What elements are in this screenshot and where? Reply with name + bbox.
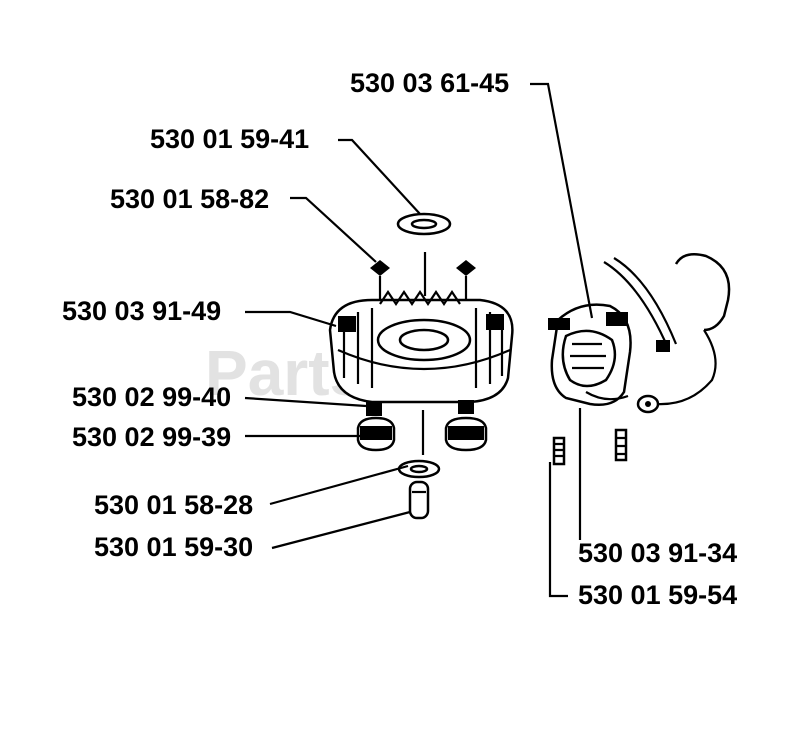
label-530-02-99-40: 530 02 99-40 [72,382,231,412]
bracket-tab [656,340,670,352]
washer-bottom [397,459,441,479]
washer-top [396,212,452,236]
key-pin [408,480,430,520]
ignition-module [548,303,632,406]
label-530-01-58-28: 530 01 58-28 [94,490,253,520]
label-530-01-59-54: 530 01 59-54 [578,580,737,610]
wire-bracket-outer [613,257,678,345]
wire-bracket [603,261,670,349]
label-530-01-59-30: 530 01 59-30 [94,532,253,562]
label-530-01-58-82: 530 01 58-82 [110,184,269,214]
nut-right [444,400,488,452]
label-530-02-99-39: 530 02 99-39 [72,422,231,452]
screw-left [370,260,390,304]
label-530-03-91-49: 530 03 91-49 [62,296,221,326]
leader-lines [244,82,594,598]
label-530-03-61-45: 530 03 61-45 [350,68,509,98]
label-530-03-91-34: 530 03 91-34 [578,538,737,568]
module-screw-left [552,436,566,466]
screw-right [456,260,476,304]
nut-left [356,402,396,452]
module-screw-right [614,428,628,462]
flywheel [328,290,514,404]
label-530-01-59-41: 530 01 59-41 [150,124,309,154]
spark-plug-lead [636,253,731,414]
